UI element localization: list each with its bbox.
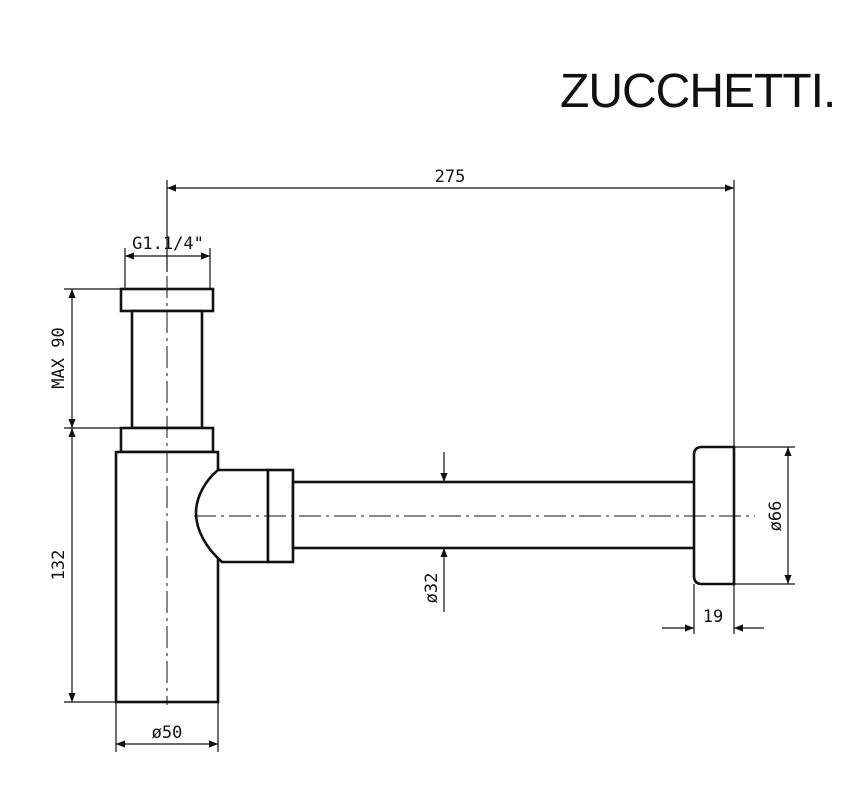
dimension-tail-height: MAX 90 (49, 288, 121, 429)
dimension-body-height: 132 (49, 428, 116, 703)
brand-logo: ZUCCHETTI. (560, 65, 836, 118)
flange-depth-label: 19 (703, 607, 723, 627)
dimension-total-length: 275 (166, 167, 735, 447)
pipe-diameter-label: ø32 (422, 573, 442, 604)
body-height-label: 132 (49, 550, 69, 581)
thread-label: G1.1/4" (132, 234, 204, 254)
body-diameter-label: ø50 (152, 723, 183, 743)
center-lines (166, 276, 755, 705)
dimension-flange-depth: 19 (662, 584, 764, 634)
trap-parts (114, 287, 736, 704)
dimension-flange-diameter: ø66 (734, 446, 795, 585)
dimension-body-diameter: ø50 (115, 702, 219, 752)
total-length-label: 275 (435, 167, 466, 187)
tail-height-label: MAX 90 (49, 327, 69, 388)
flange-diameter-label: ø66 (766, 501, 786, 532)
dimension-thread: G1.1/4" (124, 234, 211, 289)
dimension-pipe-diameter: ø32 (422, 452, 448, 612)
horizontal-pipe (291, 480, 697, 550)
